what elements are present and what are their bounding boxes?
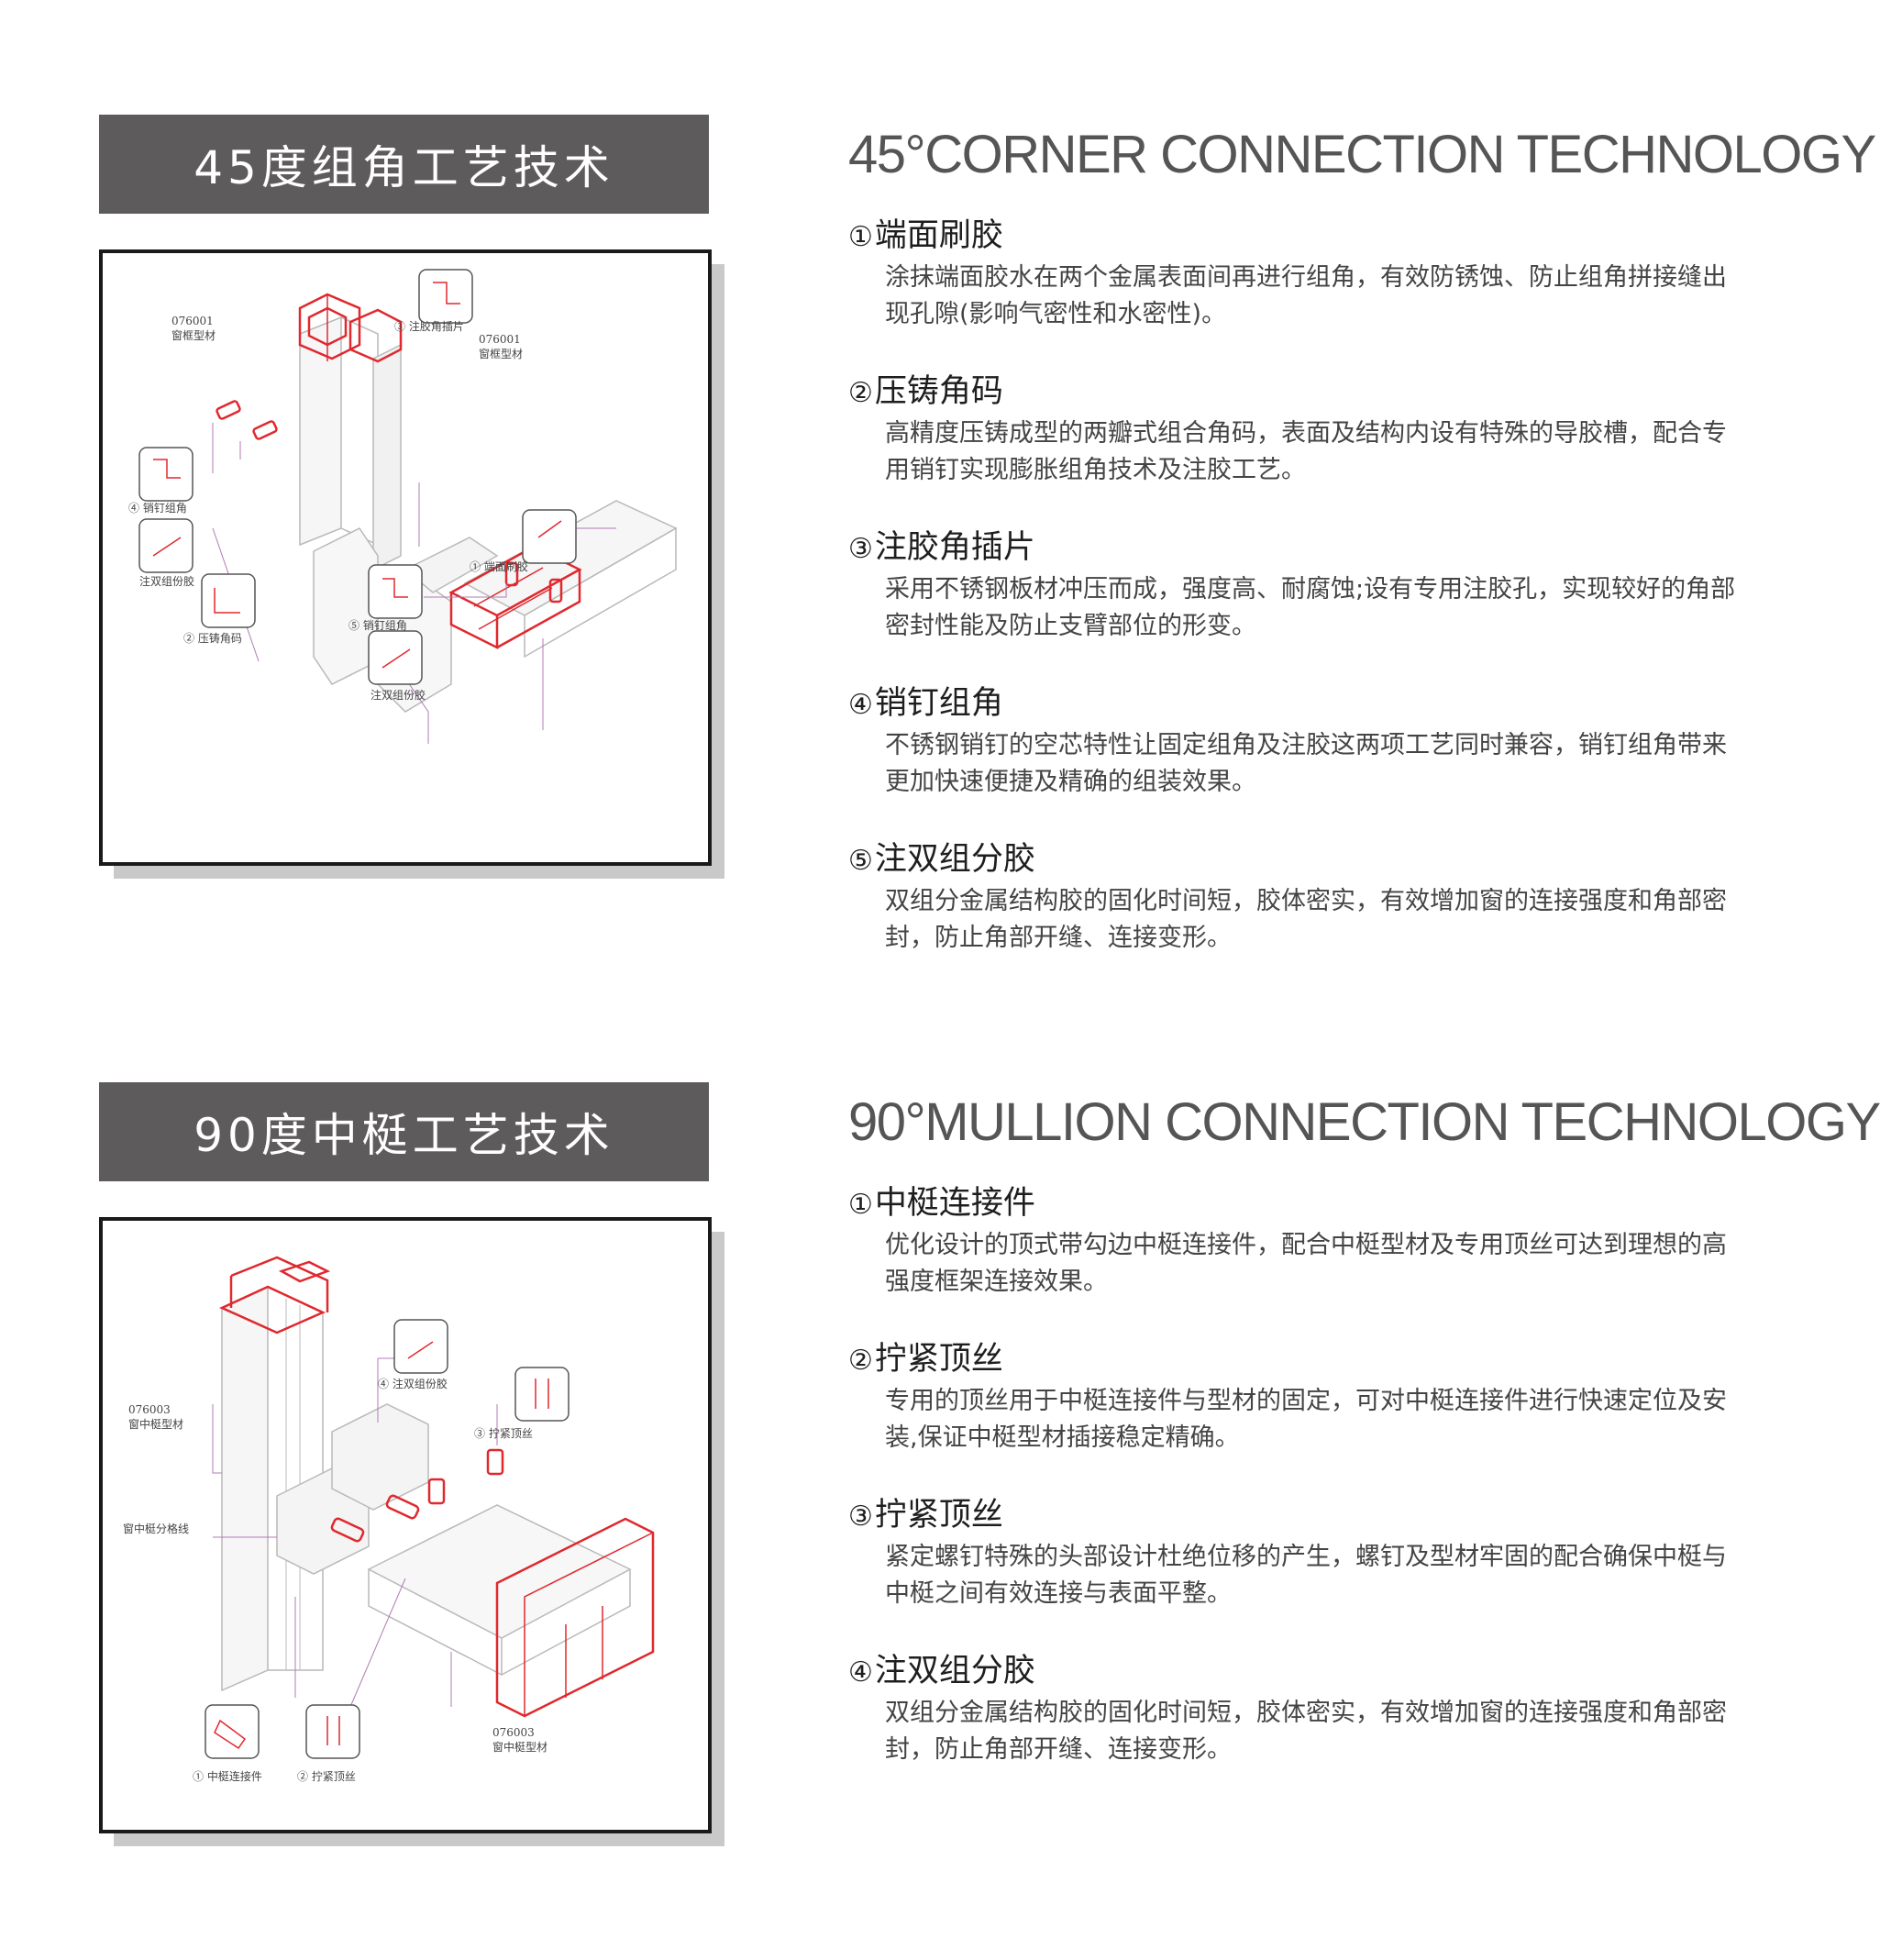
callout-corner-insert: ③ 注胶角插片 <box>394 319 464 333</box>
item-title: 端面刷胶 <box>874 217 1003 254</box>
callout-pin-corner-bottom: ⑤ 销钉组角 <box>348 619 407 632</box>
corner-connection-section: 45度组角工艺技术 <box>0 0 1876 972</box>
feature-list: ①中梃连接件 优化设计的顶式带勾边中梃连接件，配合中梃型材及专用顶丝可达到理想的… <box>848 1183 1775 1807</box>
callout-tighten-screw: ③ 拧紧顶丝 <box>474 1427 533 1440</box>
callout-glue-bottom: 注双组份胶 <box>370 688 426 702</box>
callout-glue: ④ 注双组份胶 <box>378 1377 448 1390</box>
label-code-bottom: 076003 <box>492 1726 535 1739</box>
english-title: 45°CORNER CONNECTION TECHNOLOGY <box>848 125 1876 184</box>
item-number: ④ <box>848 689 873 721</box>
english-title: 90°MULLION CONNECTION TECHNOLOGY <box>848 1092 1880 1152</box>
item-number: ④ <box>848 1656 873 1689</box>
item-description: 采用不锈钢板材冲压而成，强度高、耐腐蚀;设有专用注胶孔，实现较好的角部密封性能及… <box>885 575 1736 640</box>
label-mullion-left: 窗中梃型材 <box>128 1417 183 1431</box>
callout-tighten-screw-bottom: ② 拧紧顶丝 <box>297 1770 356 1783</box>
section-banner: 90度中梃工艺技术 <box>99 1082 709 1181</box>
item-number: ② <box>848 377 873 409</box>
item-description: 专用的顶丝用于中梃连接件与型材的固定，可对中梃连接件进行快速定位及安装,保证中梃… <box>885 1387 1727 1452</box>
feature-item: ①中梃连接件 优化设计的顶式带勾边中梃连接件，配合中梃型材及专用顶丝可达到理想的… <box>848 1183 1775 1301</box>
section-banner: 45度组角工艺技术 <box>99 115 709 214</box>
item-title: 销钉组角 <box>874 685 1003 722</box>
callout-end-glue: ① 端面刷胶 <box>470 559 528 573</box>
label-code-left: 076001 <box>171 315 214 327</box>
label-code-right: 076001 <box>479 333 521 346</box>
feature-item: ③注胶角插片 采用不锈钢板材冲压而成，强度高、耐腐蚀;设有专用注胶孔，实现较好的… <box>848 527 1775 645</box>
label-split-line: 窗中梃分格线 <box>123 1522 189 1535</box>
feature-item: ④注双组分胶 双组分金属结构胶的固化时间短，胶体密实，有效增加窗的连接强度和角部… <box>848 1651 1775 1768</box>
diagram-frame: 076003 窗中梃型材 窗中梃分格线 ④ 注双组份胶 ③ 拧紧顶丝 07600… <box>99 1217 712 1833</box>
item-description: 紧定螺钉特殊的头部设计杜绝位移的产生，螺钉及型材牢固的配合确保中梃与中梃之间有效… <box>885 1543 1727 1608</box>
item-title: 注双组分胶 <box>874 841 1035 878</box>
diagram-frame: 076001 窗框型材 076001 窗框型材 ③ 注胶角插片 ④ 销钉组角 注… <box>99 249 712 866</box>
item-description: 优化设计的顶式带勾边中梃连接件，配合中梃型材及专用顶丝可达到理想的高强度框架连接… <box>885 1231 1727 1296</box>
item-description: 不锈钢销钉的空芯特性让固定组角及注胶这两项工艺同时兼容，销钉组角带来更加快速便捷… <box>885 731 1727 796</box>
label-code-left: 076003 <box>128 1403 171 1416</box>
item-description: 双组分金属结构胶的固化时间短，胶体密实，有效增加窗的连接强度和角部密封，防止角部… <box>885 1699 1727 1764</box>
item-number: ③ <box>848 1500 873 1533</box>
callout-glue-left: 注双组份胶 <box>139 574 194 588</box>
item-title: 中梃连接件 <box>874 1185 1035 1222</box>
feature-item: ②拧紧顶丝 专用的顶丝用于中梃连接件与型材的固定，可对中梃连接件进行快速定位及安… <box>848 1339 1775 1456</box>
feature-item: ④销钉组角 不锈钢销钉的空芯特性让固定组角及注胶这两项工艺同时兼容，销钉组角带来… <box>848 683 1775 801</box>
item-number: ① <box>848 1189 873 1221</box>
label-mullion-bottom: 窗中梃型材 <box>492 1740 547 1754</box>
callout-pin-corner: ④ 销钉组角 <box>128 502 187 515</box>
mullion-connection-section: 90度中梃工艺技术 <box>0 968 1880 1940</box>
feature-item: ②压铸角码 高精度压铸成型的两瓣式组合角码，表面及结构内设有特殊的导胶槽，配合专… <box>848 371 1775 489</box>
item-title: 压铸角码 <box>874 373 1003 410</box>
item-number: ⑤ <box>848 845 873 877</box>
item-number: ③ <box>848 533 873 565</box>
callout-die-cast: ② 压铸角码 <box>183 631 242 645</box>
feature-item: ⑤注双组分胶 双组分金属结构胶的固化时间短，胶体密实，有效增加窗的连接强度和角部… <box>848 839 1775 957</box>
item-title: 注双组分胶 <box>874 1653 1035 1689</box>
item-title: 拧紧顶丝 <box>874 1497 1003 1534</box>
feature-item: ③拧紧顶丝 紧定螺钉特殊的头部设计杜绝位移的产生，螺钉及型材牢固的配合确保中梃与… <box>848 1495 1775 1612</box>
feature-item: ①端面刷胶 涂抹端面胶水在两个金属表面间再进行组角，有效防锈蚀、防止组角拼接缝出… <box>848 216 1775 333</box>
item-title: 注胶角插片 <box>874 529 1035 566</box>
callout-connector: ① 中梃连接件 <box>193 1769 262 1783</box>
item-description: 高精度压铸成型的两瓣式组合角码，表面及结构内设有特殊的导胶槽，配合专用销钉实现膨… <box>885 419 1727 484</box>
feature-list: ①端面刷胶 涂抹端面胶水在两个金属表面间再进行组角，有效防锈蚀、防止组角拼接缝出… <box>848 216 1775 995</box>
corner-connection-diagram: 076001 窗框型材 076001 窗框型材 ③ 注胶角插片 ④ 销钉组角 注… <box>128 269 678 744</box>
item-description: 涂抹端面胶水在两个金属表面间再进行组角，有效防锈蚀、防止组角拼接缝出现孔隙(影响… <box>885 263 1727 328</box>
label-frame-left: 窗框型材 <box>171 329 216 342</box>
item-title: 拧紧顶丝 <box>874 1341 1003 1378</box>
item-description: 双组分金属结构胶的固化时间短，胶体密实，有效增加窗的连接强度和角部密封，防止角部… <box>885 887 1727 952</box>
mullion-connection-diagram: 076003 窗中梃型材 窗中梃分格线 ④ 注双组份胶 ③ 拧紧顶丝 07600… <box>123 1256 655 1783</box>
item-number: ① <box>848 221 873 253</box>
item-number: ② <box>848 1345 873 1377</box>
label-frame-right: 窗框型材 <box>479 348 523 360</box>
